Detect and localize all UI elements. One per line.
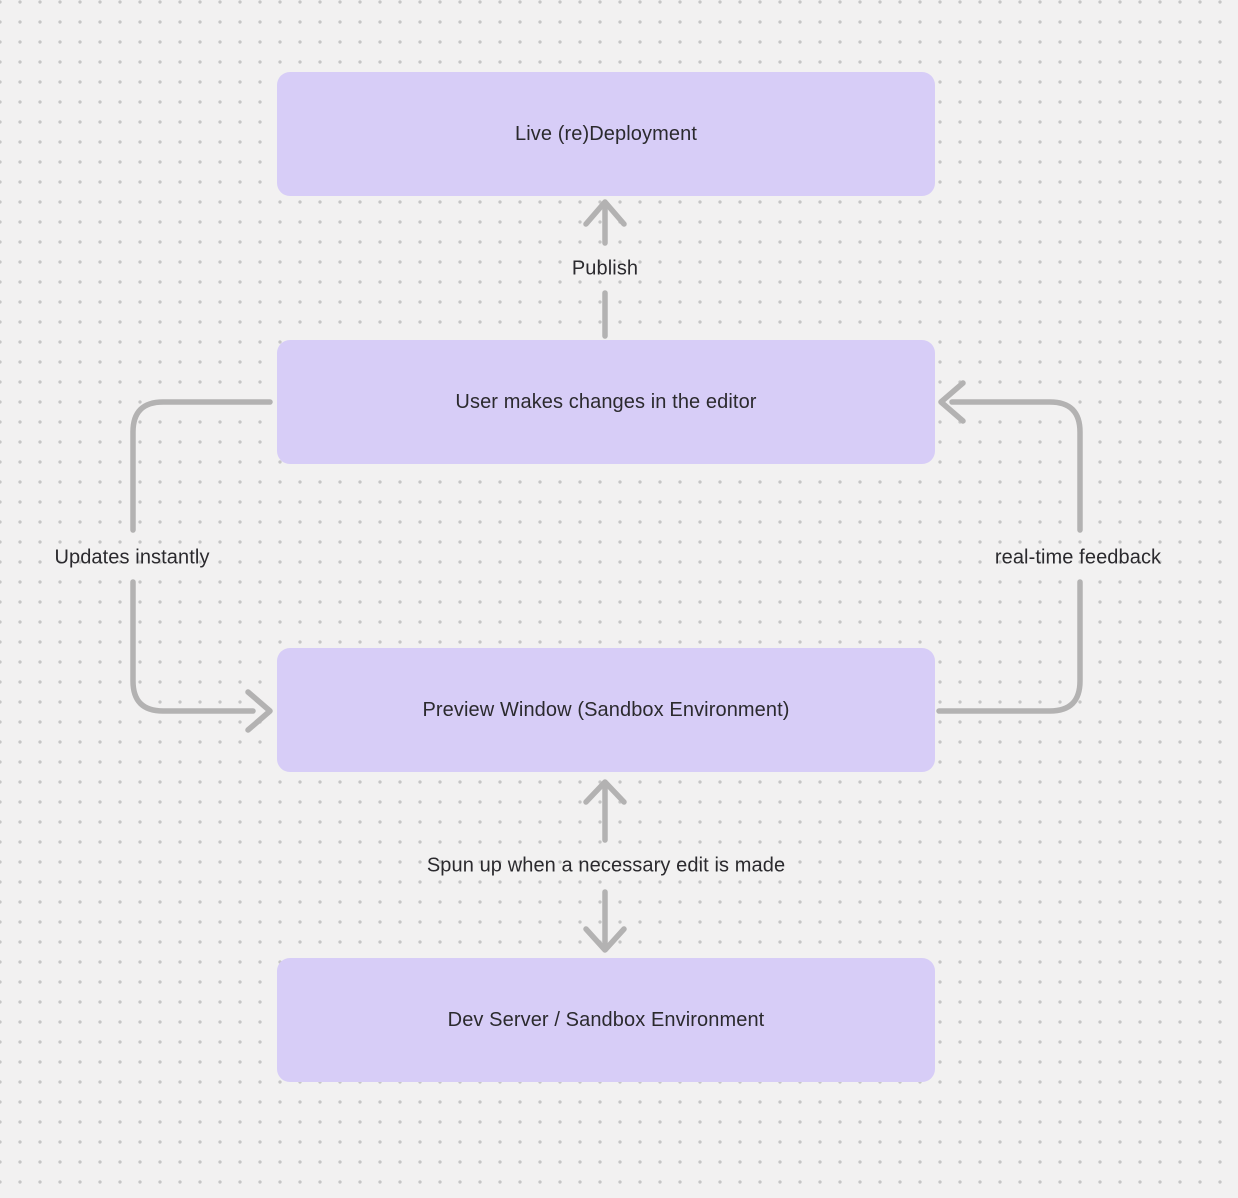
node-live-deployment: Live (re)Deployment <box>277 72 935 196</box>
updates-arrowhead-right-icon <box>245 689 273 733</box>
edge-label-updates-instantly: Updates instantly <box>54 546 210 569</box>
edge-label-publish: Publish <box>571 257 639 280</box>
spun-arrowhead-up-icon <box>583 779 627 805</box>
updates-arrow-upper-segment <box>130 399 273 533</box>
spun-arrowhead-down-icon <box>583 926 627 953</box>
edge-label-realtime-feedback: real-time feedback <box>994 546 1162 569</box>
publish-arrowhead-up-icon <box>583 199 627 227</box>
node-dev-server: Dev Server / Sandbox Environment <box>277 958 935 1082</box>
feedback-arrowhead-left-icon <box>938 380 966 424</box>
node-preview-window-label: Preview Window (Sandbox Environment) <box>422 699 790 721</box>
node-user-editor: User makes changes in the editor <box>277 340 935 464</box>
node-preview-window: Preview Window (Sandbox Environment) <box>277 648 935 772</box>
feedback-arrow-upper-segment <box>949 399 1083 533</box>
feedback-arrow-lower-segment <box>936 579 1083 714</box>
node-user-editor-label: User makes changes in the editor <box>455 391 757 413</box>
node-dev-server-label: Dev Server / Sandbox Environment <box>447 1009 765 1031</box>
updates-arrow-lower-segment <box>130 579 256 714</box>
edge-label-spun-up: Spun up when a necessary edit is made <box>426 854 786 877</box>
node-live-deployment-label: Live (re)Deployment <box>515 123 697 145</box>
